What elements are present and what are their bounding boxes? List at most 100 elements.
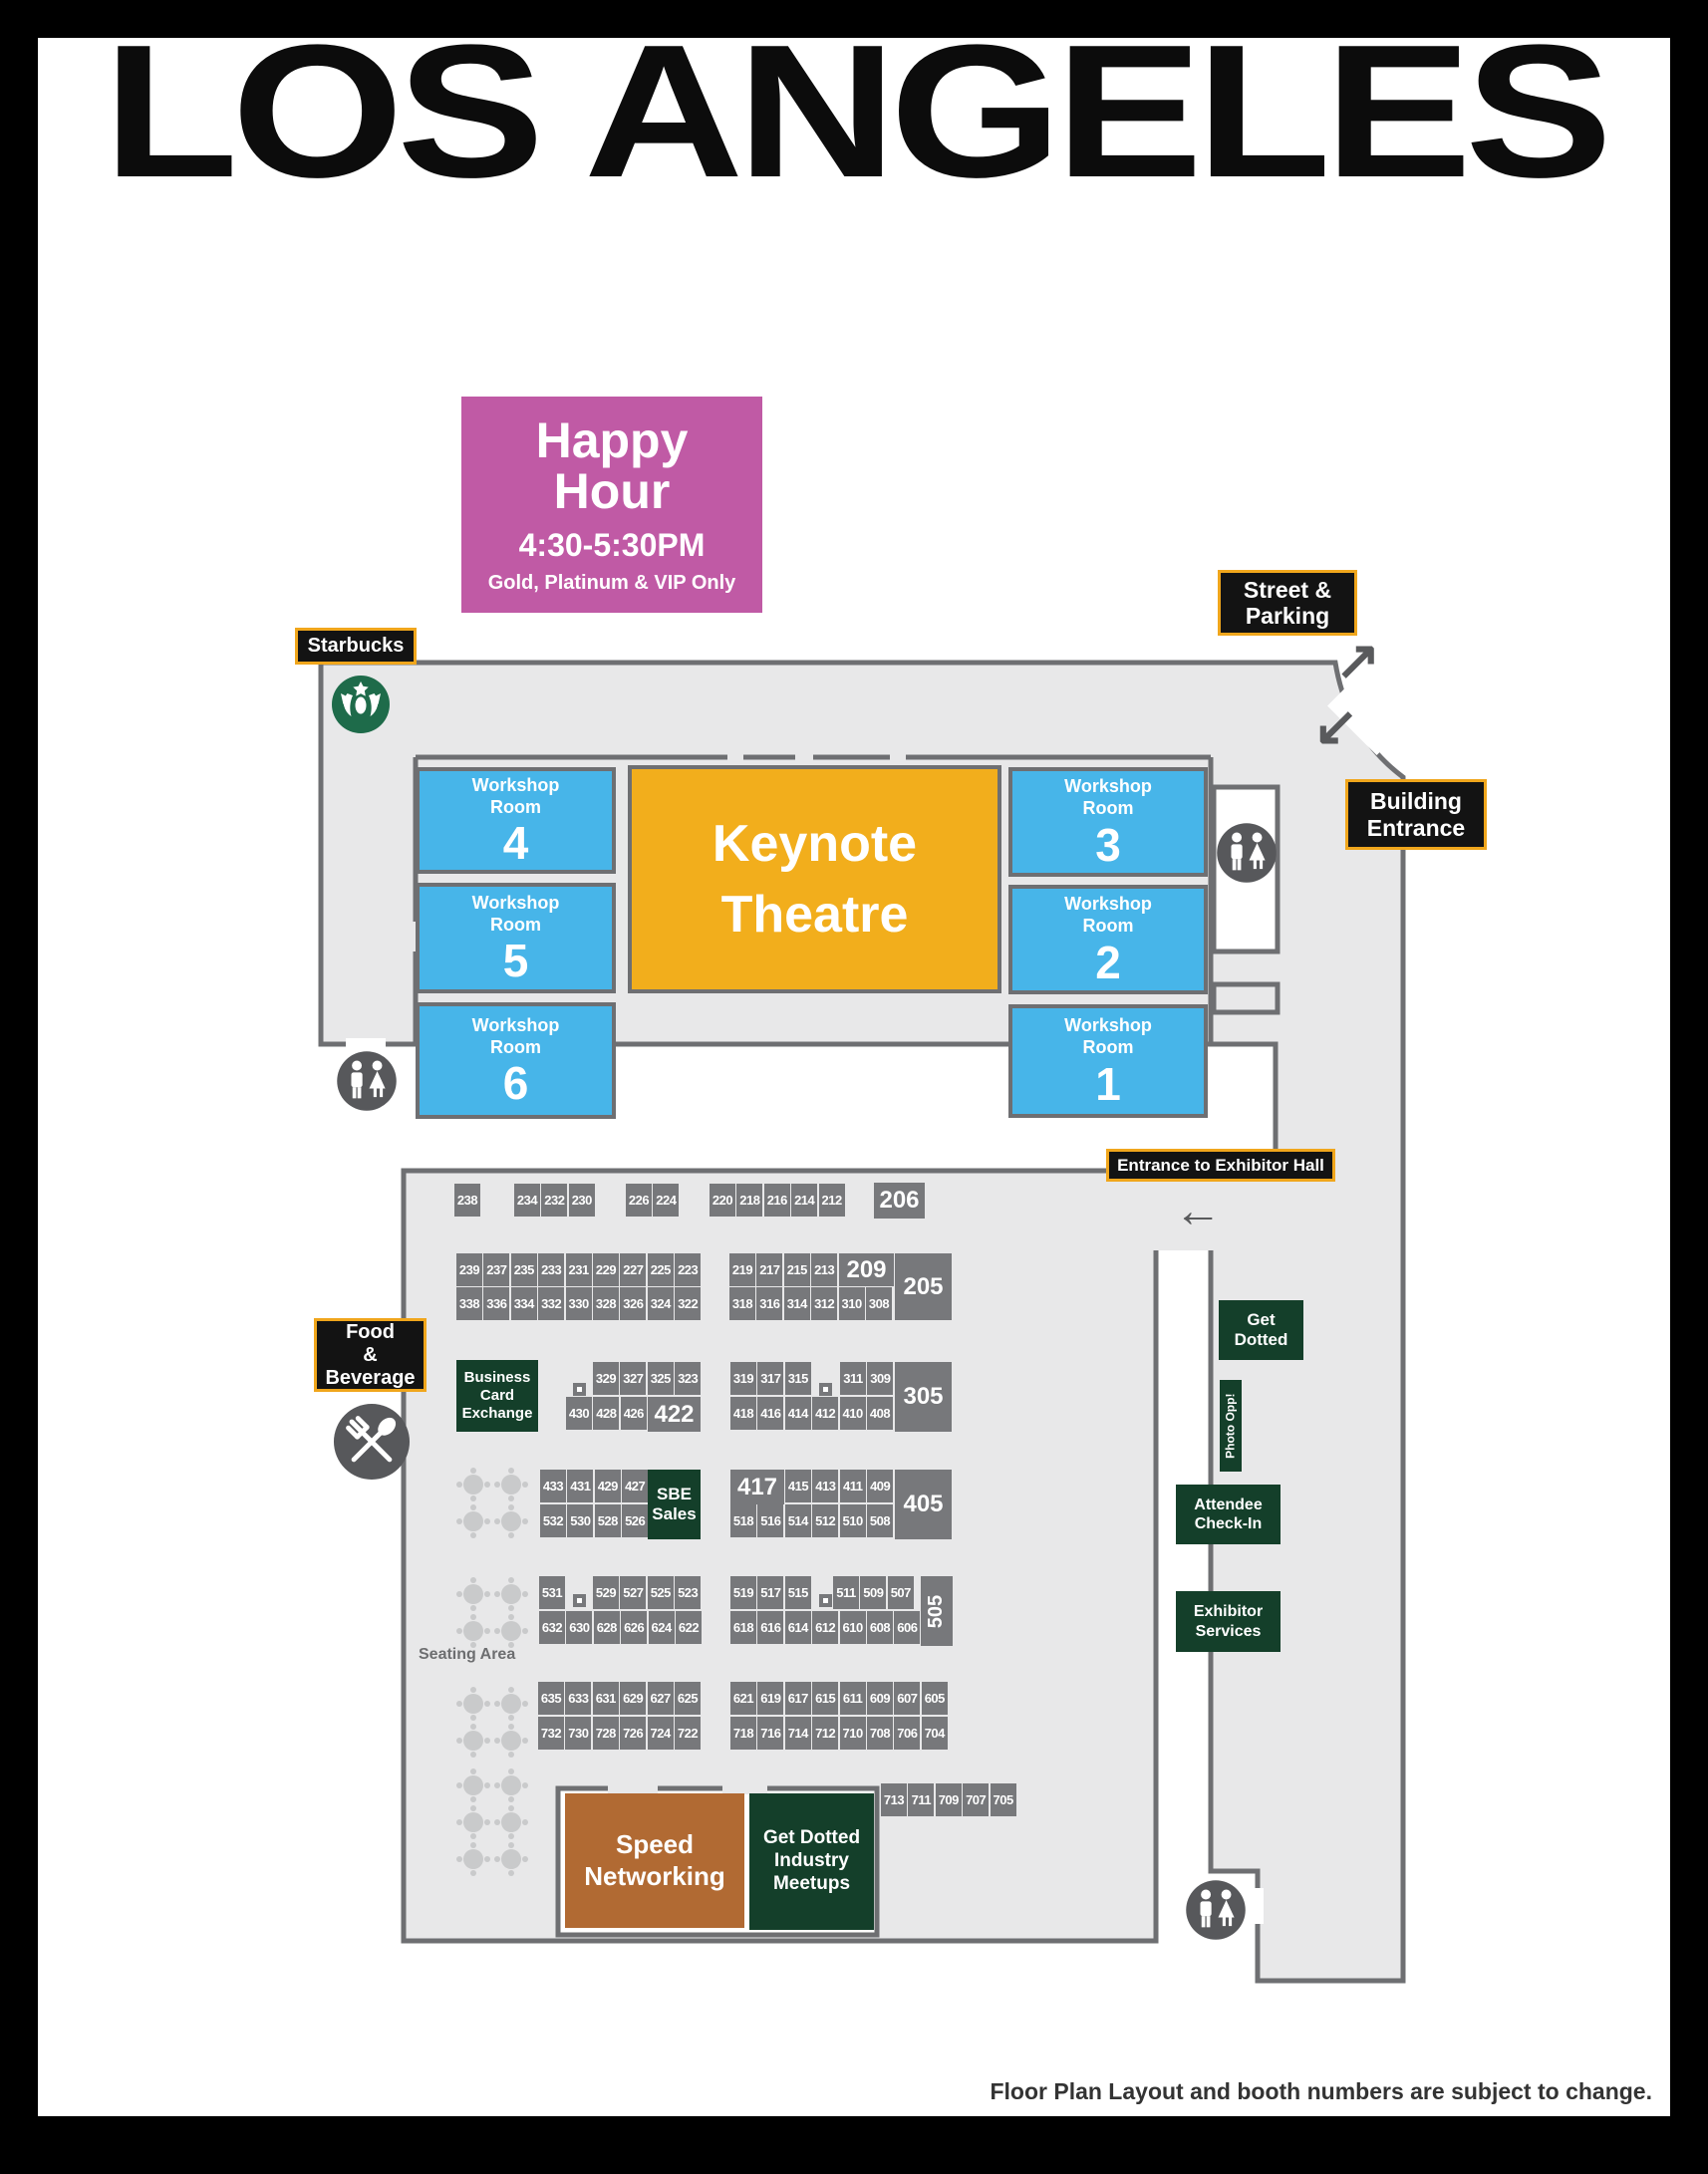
booth-608: 608 [867, 1611, 893, 1644]
arrow-left-icon: ← [1174, 1185, 1222, 1237]
booth-511: 511 [833, 1576, 859, 1609]
booth-724: 724 [647, 1717, 674, 1750]
label-line: Networking [584, 1860, 725, 1891]
booth-329: 329 [593, 1362, 619, 1395]
pillar-icon [819, 1594, 832, 1607]
seating-table-icon [501, 1694, 521, 1714]
label-line: Check-In [1194, 1515, 1263, 1532]
room-label: Room [1082, 798, 1134, 818]
booth-223: 223 [675, 1253, 702, 1286]
room-number: 2 [1095, 936, 1121, 988]
label-line: Exhibitor [1193, 1603, 1264, 1621]
booth-614: 614 [784, 1611, 811, 1644]
booth-338: 338 [456, 1287, 482, 1320]
happy-hour-title-line1: Happy [535, 411, 689, 468]
booth-316: 316 [756, 1287, 783, 1320]
booth-427: 427 [622, 1470, 649, 1502]
booth-220: 220 [710, 1184, 735, 1217]
booth-212: 212 [818, 1184, 845, 1217]
booth-716: 716 [757, 1717, 784, 1750]
booth-606: 606 [894, 1611, 921, 1644]
booth-509: 509 [860, 1576, 887, 1609]
booth-531: 531 [539, 1576, 565, 1609]
booth-413: 413 [812, 1470, 839, 1502]
street-parking-label: Street &Parking [1218, 570, 1357, 636]
happy-hour-box: Happy Hour 4:30-5:30PM Gold, Platinum & … [461, 397, 762, 613]
seating-table-icon [463, 1475, 483, 1495]
booth-618: 618 [730, 1611, 756, 1644]
booth-430: 430 [566, 1397, 592, 1430]
happy-hour-time: 4:30-5:30PM [518, 526, 706, 563]
booth-523: 523 [675, 1576, 702, 1609]
booth-330: 330 [565, 1287, 592, 1320]
booth-327: 327 [620, 1362, 647, 1395]
entrance-exhibitor-hall-label: Entrance to Exhibitor Hall [1106, 1149, 1335, 1182]
booth-415: 415 [785, 1470, 811, 1502]
booth-722: 722 [675, 1717, 701, 1750]
booth-718: 718 [730, 1717, 756, 1750]
booth-508: 508 [867, 1504, 893, 1537]
booth-319: 319 [730, 1362, 756, 1395]
seating-table-icon [501, 1621, 521, 1641]
door-gap [727, 751, 743, 763]
label-line: Sales [652, 1504, 697, 1523]
booth-336: 336 [483, 1287, 510, 1320]
restroom-icon [1185, 1879, 1247, 1946]
room-label: Room [490, 796, 541, 817]
booth-525: 525 [647, 1576, 674, 1609]
seating-table-icon [501, 1511, 521, 1531]
booth-226: 226 [626, 1184, 652, 1217]
fork-spoon-icon [333, 1403, 411, 1486]
booth-328: 328 [593, 1287, 619, 1320]
happy-hour-title-line2: Hour [553, 462, 671, 519]
label-line: Services [1195, 1622, 1262, 1640]
booth-515: 515 [784, 1576, 811, 1609]
label-line: Entrance [1366, 814, 1466, 841]
booth-514: 514 [784, 1504, 811, 1537]
label-line: Parking [1245, 603, 1330, 629]
room-number: 5 [502, 935, 529, 987]
booth-322: 322 [675, 1287, 702, 1320]
booth-732: 732 [538, 1717, 564, 1750]
booth-730: 730 [565, 1717, 592, 1750]
booth-232: 232 [541, 1184, 568, 1217]
door-gap [346, 1038, 386, 1050]
booth-231: 231 [565, 1253, 592, 1286]
booth-529: 529 [593, 1576, 619, 1609]
booth-619: 619 [757, 1682, 784, 1715]
booth-227: 227 [620, 1253, 647, 1286]
door-gap [890, 751, 906, 763]
room-label: Room [490, 1036, 541, 1057]
booth-704: 704 [921, 1717, 948, 1750]
label-line: Get [1247, 1309, 1276, 1329]
booth-629: 629 [620, 1682, 647, 1715]
label-line: Beverage [325, 1366, 416, 1389]
booth-626: 626 [621, 1611, 648, 1644]
seating-table-icon [463, 1731, 483, 1751]
booth-612: 612 [812, 1611, 839, 1644]
booth-218: 218 [736, 1184, 763, 1217]
room-label: Workshop [1064, 776, 1152, 797]
booth-234: 234 [514, 1184, 540, 1217]
booth-213: 213 [811, 1253, 838, 1286]
booth-505: 505 [921, 1576, 953, 1646]
booth-610: 610 [839, 1611, 866, 1644]
seating-area-label: Seating Area [419, 1646, 516, 1663]
booth-230: 230 [568, 1184, 595, 1217]
booth-205: 205 [895, 1253, 952, 1320]
booth-526: 526 [622, 1504, 649, 1537]
footer-note: Floor Plan Layout and booth numbers are … [990, 2078, 1652, 2104]
booth-429: 429 [594, 1470, 621, 1502]
booth-318: 318 [729, 1287, 755, 1320]
booth-510: 510 [839, 1504, 866, 1537]
hall-corridor-passage [1148, 1179, 1280, 1250]
booth-428: 428 [593, 1397, 620, 1430]
seating-table-icon [501, 1775, 521, 1795]
booth-709: 709 [935, 1783, 962, 1816]
seating-table-icon [501, 1475, 521, 1495]
pillar-icon [819, 1383, 832, 1396]
